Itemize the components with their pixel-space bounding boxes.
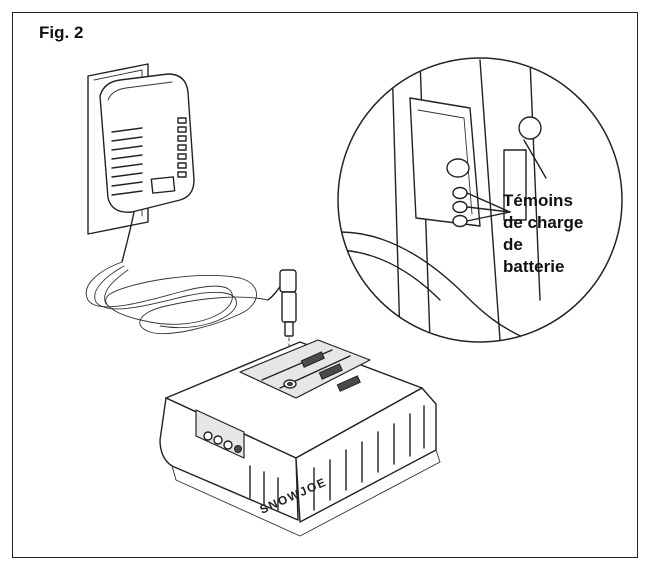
callout-line: batterie (503, 257, 565, 276)
magnified-detail (337, 57, 623, 343)
wall-charger (99, 73, 195, 213)
battery-indicator-callout: Témoins de charge de batterie (503, 190, 633, 278)
figure-label: Fig. 2 (39, 23, 84, 42)
callout-line: de (503, 235, 523, 254)
power-cord (85, 211, 287, 335)
battery-pack: SNOWJOE (159, 339, 441, 537)
bumper-ribs (249, 405, 425, 511)
side-ribs (177, 117, 187, 178)
vent-slots (111, 127, 143, 196)
callout-line: Témoins (503, 191, 573, 210)
callout-line: de charge (503, 213, 584, 232)
barrel-connector (279, 269, 297, 371)
